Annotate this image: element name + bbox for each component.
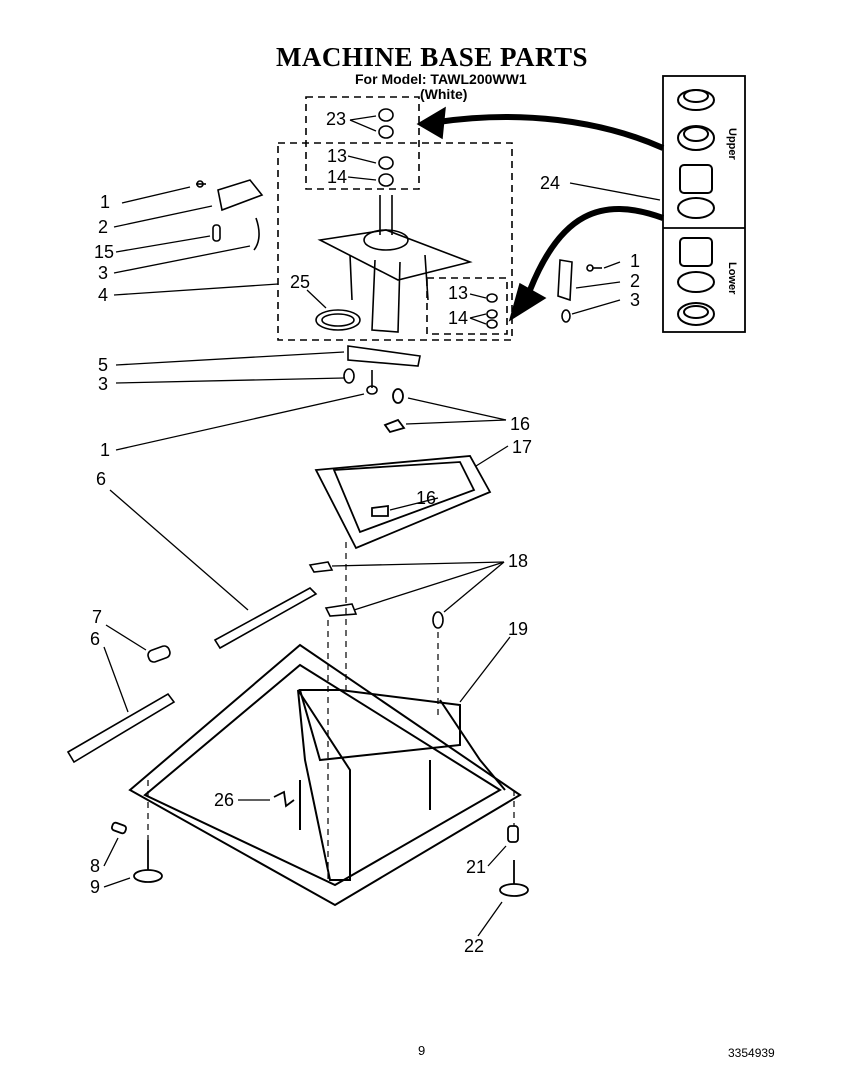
pad-frame [314,388,492,550]
arrow-head-upper [416,106,446,140]
callout-6-lower: 6 [90,629,101,649]
callout-1-lower: 1 [100,440,111,460]
left-bracket-parts [196,179,264,251]
document-number: 3354939 [728,1046,775,1060]
dashed-group-boxes [277,96,513,341]
callout-22: 22 [464,936,485,956]
clip-parts [308,561,444,629]
callout-13-right: 13 [448,283,469,303]
callout-23: 23 [326,109,347,129]
model-number: For Model: TAWL200WW1 [355,71,527,87]
callout-6: 6 [96,469,107,489]
page-title: MACHINE BASE PARTS [275,42,589,72]
leader-lines [103,115,661,937]
brace-part [343,345,421,395]
callout-3-lower: 3 [98,374,109,394]
inset-arrows [437,114,665,292]
callout-21: 21 [466,857,487,877]
arrow-head-lower [508,282,547,322]
right-bracket-parts [557,259,602,323]
page-number: 9 [418,1043,426,1058]
bearing-inset-box [662,75,746,333]
leveling-feet [110,790,529,897]
callout-19: 19 [508,619,529,639]
callout-17: 17 [512,437,533,457]
callout-2-right: 2 [630,271,641,291]
callout-14-right: 14 [448,308,469,328]
callout-13: 13 [327,146,348,166]
callout-3-right: 3 [630,290,641,310]
callout-26: 26 [214,790,235,810]
callout-1: 1 [100,192,111,212]
lower-bearing-parts [677,237,715,326]
callout-3: 3 [98,263,109,283]
callout-18: 18 [508,551,529,571]
callout-5: 5 [98,355,109,375]
callout-25: 25 [290,272,311,292]
callout-1-right: 1 [630,251,641,271]
alignment-lines [147,542,515,880]
callout-16: 16 [510,414,531,434]
lower-bearing-label: Lower [726,262,738,295]
callout-16-lower: 16 [416,488,437,508]
callout-8: 8 [90,856,101,876]
callout-2: 2 [98,217,109,237]
callout-15: 15 [94,242,115,262]
upper-bearing-label: Upper [726,128,738,160]
upper-bearing-parts [677,89,715,219]
callout-14: 14 [327,167,348,187]
base-frame [128,643,522,907]
hub-stack [315,108,498,333]
model-color: (White) [420,86,468,102]
callout-24: 24 [540,173,561,193]
callout-4: 4 [98,285,109,305]
callout-9: 9 [90,877,101,897]
callout-7: 7 [92,607,103,627]
rail-parts [66,587,318,764]
